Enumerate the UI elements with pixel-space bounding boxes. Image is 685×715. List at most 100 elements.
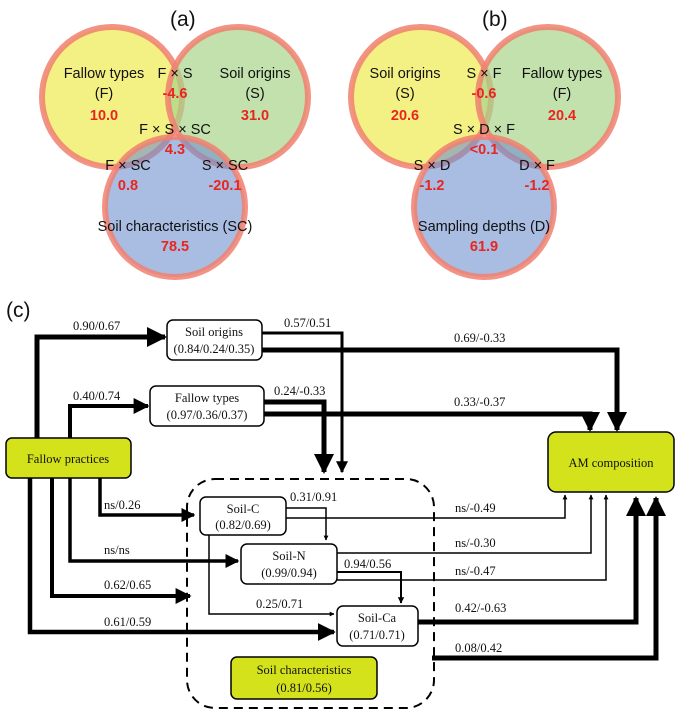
- fallow-types-value: 10.0: [90, 108, 118, 124]
- node-soil-origins: Soil origins (0.84/0.24/0.35): [166, 319, 263, 361]
- circle-fallow-types-b: [475, 24, 621, 170]
- svg-text:(0.97/0.36/0.37): (0.97/0.36/0.37): [167, 408, 248, 422]
- path-n-am-2: ns/-0.47: [455, 564, 496, 578]
- sdf-value: <0.1: [470, 142, 499, 158]
- panel-b-label: (b): [482, 8, 508, 31]
- path-n-ca: 0.94/0.56: [344, 557, 391, 571]
- node-am-composition: AM composition: [547, 431, 675, 493]
- fs-label: F × S: [157, 66, 192, 82]
- edge-fp-fallow-types: [68, 398, 150, 438]
- fsc-label: F × SC: [105, 158, 151, 174]
- node-fallow-types: Fallow types (0.97/0.36/0.37): [149, 385, 265, 427]
- fsc-value: 0.8: [118, 178, 138, 194]
- venn-a: (a) Fallow types (F) 10.0 Soil origins (…: [39, 8, 311, 280]
- edge-box-am: [432, 496, 666, 661]
- path-n-am-1: ns/-0.30: [455, 536, 496, 550]
- svg-text:(0.99/0.94): (0.99/0.94): [261, 566, 317, 580]
- ssc-value: -20.1: [208, 178, 241, 194]
- path-fp-so: 0.90/0.67: [73, 319, 120, 333]
- soil-origins-b-label: Soil origins: [370, 66, 441, 82]
- edge-n-am-1: [337, 494, 594, 554]
- svg-text:(0.82/0.69): (0.82/0.69): [215, 518, 271, 532]
- edge-c-n: [286, 507, 329, 541]
- edge-n-am-2: [337, 494, 609, 581]
- path-box-am: 0.08/0.42: [455, 641, 502, 655]
- path-fp-n: ns/ns: [104, 543, 130, 557]
- path-ft-sc: 0.24/-0.33: [274, 384, 325, 398]
- ssc-label: S × SC: [202, 158, 248, 174]
- path-so-sc: 0.57/0.51: [284, 316, 331, 330]
- edge-ca-am: [418, 496, 646, 625]
- circle-sampling-depths: [411, 134, 557, 280]
- node-soil-ca: Soil-Ca (0.71/0.71): [336, 605, 419, 647]
- sampling-depths-value: 61.9: [470, 239, 498, 255]
- svg-text:AM composition: AM composition: [568, 456, 654, 470]
- svg-text:Soil-N: Soil-N: [272, 549, 305, 563]
- soil-origins-b-value: 20.6: [391, 108, 419, 124]
- edge-c-am: [286, 494, 568, 519]
- svg-text:(0.71/0.71): (0.71/0.71): [349, 628, 405, 642]
- node-fallow-practices: Fallow practices: [5, 437, 132, 479]
- panel-c-label: (c): [6, 299, 31, 322]
- soil-origins-b-abbr: (S): [395, 86, 414, 102]
- sd-label: S × D: [414, 158, 451, 174]
- svg-text:Soil-C: Soil-C: [227, 502, 260, 516]
- path-ft-am: 0.33/-0.37: [454, 395, 505, 409]
- sf-value: -0.6: [472, 86, 497, 102]
- path-c-am: ns/-0.49: [455, 501, 496, 515]
- svg-text:Soil origins: Soil origins: [185, 325, 243, 339]
- path-fp-ft: 0.40/0.74: [73, 389, 121, 403]
- edge-fp-soil-origins: [34, 327, 167, 438]
- edge-fp-soil-ca: [27, 478, 336, 641]
- svg-text:Soil-Ca: Soil-Ca: [358, 611, 397, 625]
- path-fp-box: 0.62/0.65: [104, 578, 151, 592]
- fallow-types-label: Fallow types: [64, 66, 145, 82]
- path-c-ca: 0.25/0.71: [256, 597, 303, 611]
- soil-origins-abbr: (S): [245, 86, 264, 102]
- df-label: D × F: [519, 158, 555, 174]
- sampling-depths-label: Sampling depths (D): [418, 219, 550, 235]
- svg-text:(0.81/0.56): (0.81/0.56): [276, 681, 332, 695]
- sd-value: -1.2: [420, 178, 445, 194]
- fssc-value: 4.3: [165, 142, 185, 158]
- sdf-label: S × D × F: [453, 122, 515, 138]
- edge-so-soil-box: [262, 331, 348, 474]
- venn-b: (b) Soil origins (S) 20.6 Fallow types (…: [348, 8, 621, 280]
- sf-label: S × F: [466, 66, 501, 82]
- edge-fp-soil-n: [68, 478, 240, 568]
- edge-fp-soil-c: [98, 478, 196, 522]
- edge-n-ca: [337, 571, 405, 604]
- svg-text:(0.84/0.24/0.35): (0.84/0.24/0.35): [174, 342, 255, 356]
- fallow-types-b-abbr: (F): [553, 86, 572, 102]
- node-soil-n: Soil-N (0.99/0.94): [240, 543, 338, 585]
- node-soil-characteristics: Soil characteristics (0.81/0.56): [230, 656, 378, 700]
- soil-characteristics-label: Soil characteristics (SC): [98, 219, 253, 235]
- svg-text:Soil characteristics: Soil characteristics: [257, 663, 352, 677]
- svg-text:Fallow types: Fallow types: [175, 391, 239, 405]
- path-so-am: 0.69/-0.33: [454, 331, 505, 345]
- fs-value: -4.6: [163, 86, 188, 102]
- path-c-n: 0.31/0.91: [290, 490, 337, 504]
- path-diagram: (c): [5, 299, 675, 709]
- edge-c-ca: [208, 535, 335, 617]
- fallow-types-b-label: Fallow types: [522, 66, 603, 82]
- edge-so-am: [262, 347, 627, 432]
- df-value: -1.2: [525, 178, 550, 194]
- panel-a-label: (a): [170, 8, 196, 31]
- fallow-types-b-value: 20.4: [548, 108, 576, 124]
- svg-text:Fallow practices: Fallow practices: [27, 452, 109, 466]
- soil-origins-value: 31.0: [241, 108, 269, 124]
- soil-characteristics-value: 78.5: [161, 239, 189, 255]
- node-soil-c: Soil-C (0.82/0.69): [199, 496, 287, 536]
- edge-ft-am: [264, 411, 600, 432]
- path-ca-am: 0.42/-0.63: [455, 601, 506, 615]
- circle-soil-characteristics: [102, 134, 248, 280]
- circle-soil-origins: [165, 24, 311, 170]
- edge-ft-soil-box: [264, 399, 334, 474]
- path-fp-ca: 0.61/0.59: [104, 615, 151, 629]
- fssc-label: F × S × SC: [139, 122, 211, 138]
- soil-origins-label: Soil origins: [220, 66, 291, 82]
- edge-fp-soil-characteristics: [50, 478, 192, 604]
- fallow-types-abbr: (F): [95, 86, 114, 102]
